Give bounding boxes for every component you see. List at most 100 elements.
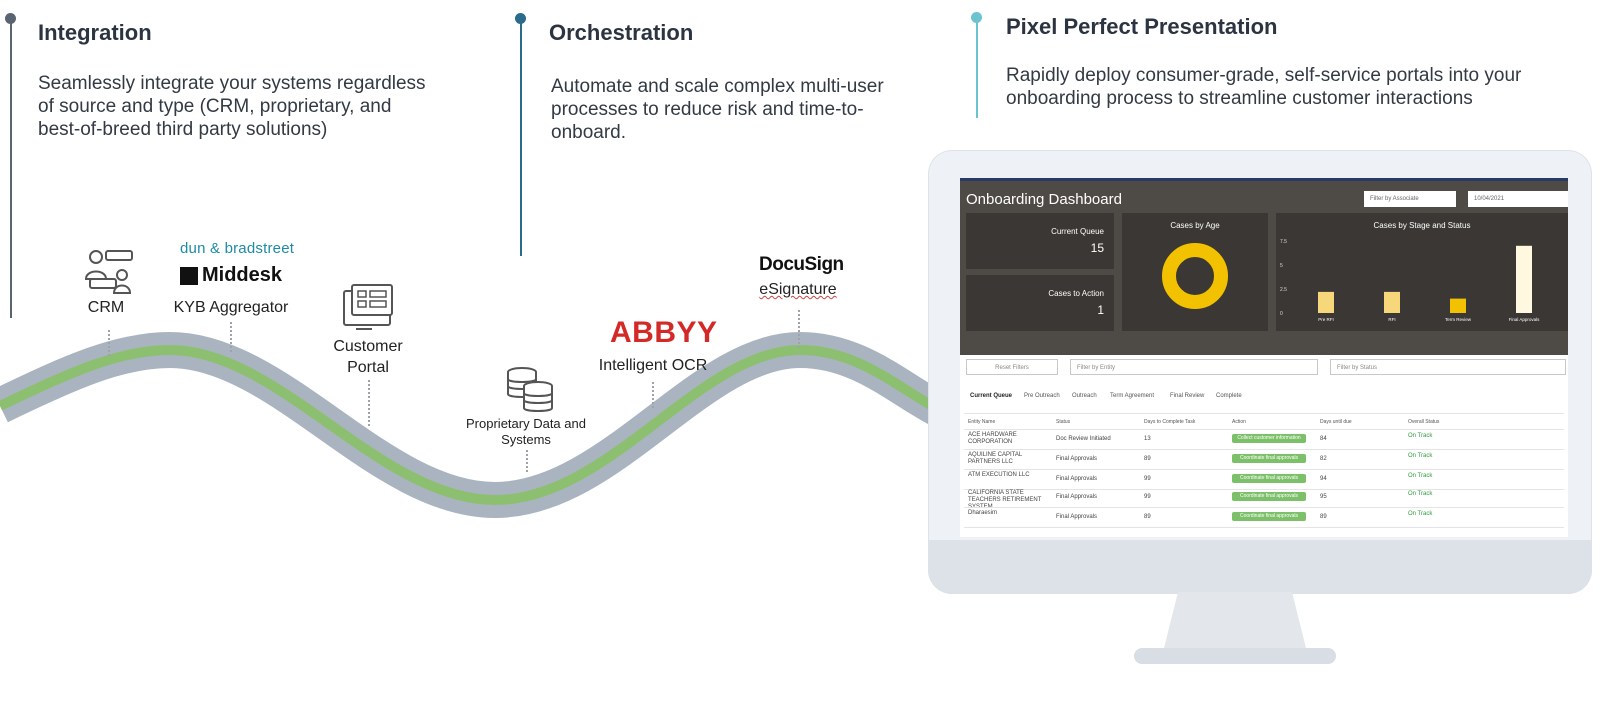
monitor-stand [1134, 592, 1336, 664]
esignature-label: eSignature [759, 281, 837, 298]
x-tick-label: Pre RFI [1318, 317, 1334, 322]
row-status: Final Approvals [1056, 494, 1098, 500]
cases-to-action-card: Cases to Action 1 [966, 275, 1114, 331]
orchestration-description: Automate and scale complex multi-user pr… [551, 76, 884, 143]
tab-current-queue[interactable]: Current Queue [970, 393, 1013, 399]
presentation-dot [971, 12, 982, 23]
current-queue-label: Current Queue [1051, 227, 1104, 236]
current-queue-card: Current Queue 15 [966, 213, 1114, 269]
cases-by-age-card: Cases by Age [1122, 213, 1268, 331]
row-action-button[interactable]: Collect customer information [1232, 434, 1306, 443]
dashboard-title: Onboarding Dashboard [966, 191, 1122, 208]
tab-complete[interactable]: Complete [1216, 393, 1242, 399]
row-days: 99 [1144, 476, 1151, 482]
row-due: 95 [1320, 494, 1327, 500]
orchestration-line [520, 18, 522, 256]
row-action-button[interactable]: Coordinate final approvals [1232, 474, 1306, 483]
col-days-due: Days until due [1320, 419, 1352, 425]
y-tick-label: 5 [1280, 263, 1283, 269]
stage-bar [1318, 291, 1334, 313]
crm-label: CRM [87, 299, 125, 316]
y-tick-label: 2.5 [1280, 287, 1287, 293]
middesk-logo: Middesk [180, 264, 282, 287]
row-status: Doc Review Initiated [1056, 436, 1111, 442]
dashboard-header-area: Onboarding Dashboard Filter by Associate… [960, 181, 1568, 355]
row-due: 89 [1320, 514, 1327, 520]
row-due: 82 [1320, 456, 1327, 462]
esig-connector [798, 310, 800, 348]
database-icon [507, 367, 553, 412]
reset-filters-button[interactable]: Reset Filters [966, 359, 1058, 375]
monitor-chin [928, 540, 1592, 594]
x-tick-label: Term Review [1445, 317, 1472, 322]
orchestration-dot [515, 13, 526, 24]
row-overall-status: On Track [1408, 511, 1433, 517]
kyb-label: KYB Aggregator [173, 299, 289, 316]
middesk-wordmark: Middesk [202, 264, 283, 286]
row-action-button[interactable]: Coordinate final approvals [1232, 512, 1306, 521]
table-row-divider [964, 507, 1564, 508]
crm-connector [108, 330, 110, 356]
stage-bar [1450, 298, 1466, 313]
col-action: Action [1232, 419, 1246, 425]
filter-entity-select[interactable]: Filter by Entity [1070, 359, 1318, 375]
portal-icon [343, 284, 393, 330]
filter-status-select[interactable]: Filter by Status [1330, 359, 1566, 375]
tab-outreach[interactable]: Outreach [1072, 393, 1097, 399]
portal-label: Customer Portal [333, 338, 403, 376]
header-bottom-divider [964, 429, 1564, 430]
cases-by-age-title: Cases by Age [1170, 221, 1220, 230]
middesk-mark-icon [180, 266, 198, 285]
row-due: 94 [1320, 476, 1327, 482]
cases-by-stage-title: Cases by Stage and Status [1373, 221, 1471, 230]
y-tick-label: 0 [1280, 311, 1283, 317]
kyb-connector [230, 322, 232, 352]
row-entity: ATM EXECUTION LLC [968, 472, 1030, 478]
row-entity: AQUILINE CAPITAL PARTNERS LLC [968, 452, 1023, 465]
row-overall-status: On Track [1408, 453, 1433, 459]
x-tick-label: RFI [1388, 317, 1395, 322]
table-row-divider [964, 469, 1564, 470]
crm-icon [84, 250, 133, 294]
integration-wave [0, 331, 940, 519]
col-overall-status: Overall Status [1408, 419, 1440, 425]
row-status: Final Approvals [1056, 476, 1098, 482]
integration-line [10, 18, 12, 318]
y-tick-label: 7.5 [1280, 239, 1287, 245]
table-row-divider [964, 527, 1564, 528]
col-days-complete: Days to Complete Task [1144, 419, 1196, 425]
row-status: Final Approvals [1056, 456, 1098, 462]
proprietary-label: Proprietary Data and Systems [466, 416, 586, 447]
abbyy-logo: ABBYY [610, 316, 718, 349]
ocr-label: Intelligent OCR [598, 357, 708, 374]
filter-associate-select[interactable]: Filter by Associate [1364, 191, 1456, 207]
cases-to-action-label: Cases to Action [1048, 289, 1104, 298]
stage-bar [1516, 245, 1532, 313]
table-row-divider [964, 489, 1564, 490]
integration-title: Integration [38, 20, 152, 45]
docusign-logo: DocuSign [759, 254, 844, 275]
col-entity-name: Entity Name [968, 419, 996, 425]
row-action-button[interactable]: Coordinate final approvals [1232, 492, 1306, 501]
row-action-button[interactable]: Coordinate final approvals [1232, 454, 1306, 463]
row-days: 99 [1144, 494, 1151, 500]
presentation-description: Rapidly deploy consumer-grade, self-serv… [1006, 65, 1522, 109]
current-queue-value: 15 [1090, 241, 1104, 255]
x-tick-label: Final Approvals [1509, 317, 1541, 322]
orchestration-title: Orchestration [549, 20, 694, 45]
row-status: Final Approvals [1056, 514, 1098, 520]
row-days: 89 [1144, 456, 1151, 462]
stage-bar [1384, 291, 1400, 313]
row-entity: Dharaesim [968, 510, 998, 516]
row-days: 13 [1144, 436, 1151, 442]
tab-pre-outreach[interactable]: Pre Outreach [1024, 393, 1060, 399]
dashboard-screen: Onboarding Dashboard Filter by Associate… [960, 178, 1568, 537]
integration-dot [5, 13, 16, 24]
integration-description: Seamlessly integrate your systems regard… [38, 73, 426, 140]
tab-final-review[interactable]: Final Review [1170, 393, 1205, 399]
row-due: 84 [1320, 436, 1327, 442]
header-divider [964, 413, 1564, 414]
tab-term-agreement[interactable]: Term Agreement [1110, 393, 1155, 399]
date-field[interactable]: 10/04/2021 [1468, 191, 1568, 207]
